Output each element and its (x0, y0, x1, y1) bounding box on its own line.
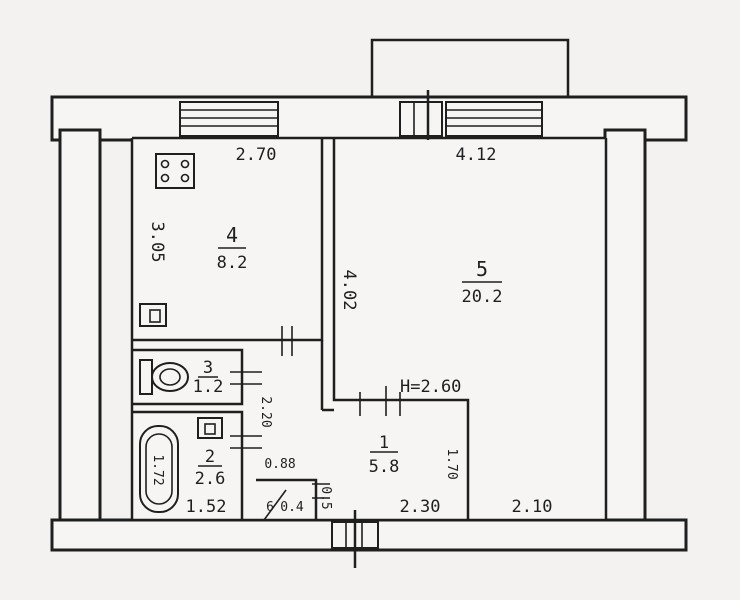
dim-living-width: 4.12 (456, 145, 497, 165)
bath-partition (132, 410, 244, 520)
toilet-icon (139, 359, 189, 395)
kitchen-window (179, 101, 279, 137)
living-window (445, 101, 543, 137)
toilet-partition (132, 348, 244, 406)
room-3-number: 3 (203, 358, 213, 378)
kitchen-sink-icon (139, 303, 167, 327)
room-2-area: 2.6 (195, 469, 226, 489)
room-3-area: 1.2 (193, 377, 224, 397)
washbasin-icon (197, 417, 223, 439)
dim-hall-depth: 2.20 (258, 396, 273, 427)
dim-hall-width: 2.30 (400, 497, 441, 517)
room-1-number: 1 (379, 433, 389, 453)
dim-kitchen-width: 2.70 (236, 145, 277, 165)
closet-cut (263, 489, 287, 521)
room-4-number: 4 (226, 223, 238, 247)
room-5-number: 5 (476, 257, 488, 281)
room-6-number: 6 (266, 500, 274, 515)
stove-icon (155, 153, 195, 189)
dim-tub-length: 1.72 (150, 454, 165, 485)
ceiling-height: H=2.60 (400, 377, 461, 397)
dim-living-depth: 4.02 (339, 270, 359, 311)
dim-bath-width: 1.52 (186, 497, 227, 517)
dim-kitchen-depth: 3.05 (147, 222, 167, 263)
dim-hall-right: 2.10 (512, 497, 553, 517)
room-5-area: 20.2 (462, 287, 503, 307)
room-4-area: 8.2 (217, 253, 248, 273)
dim-closet-width: 0.88 (264, 457, 295, 472)
balcony (370, 38, 570, 104)
interior (132, 138, 606, 520)
dim-hall-side: 1.70 (444, 448, 459, 479)
right-wall (603, 128, 647, 522)
closet-outline (256, 478, 318, 520)
bathtub-icon (139, 425, 179, 513)
dim-closet-depth: 0.5 (318, 486, 333, 509)
room-2-number: 2 (205, 447, 215, 467)
room-6-area: 0.4 (280, 500, 304, 515)
living-partition (332, 138, 470, 520)
entrance-door (331, 510, 379, 568)
room-1-area: 5.8 (369, 457, 400, 477)
door-ticks (230, 326, 401, 499)
balcony-door (399, 90, 443, 140)
top-wall (50, 95, 688, 142)
left-wall (58, 128, 102, 537)
